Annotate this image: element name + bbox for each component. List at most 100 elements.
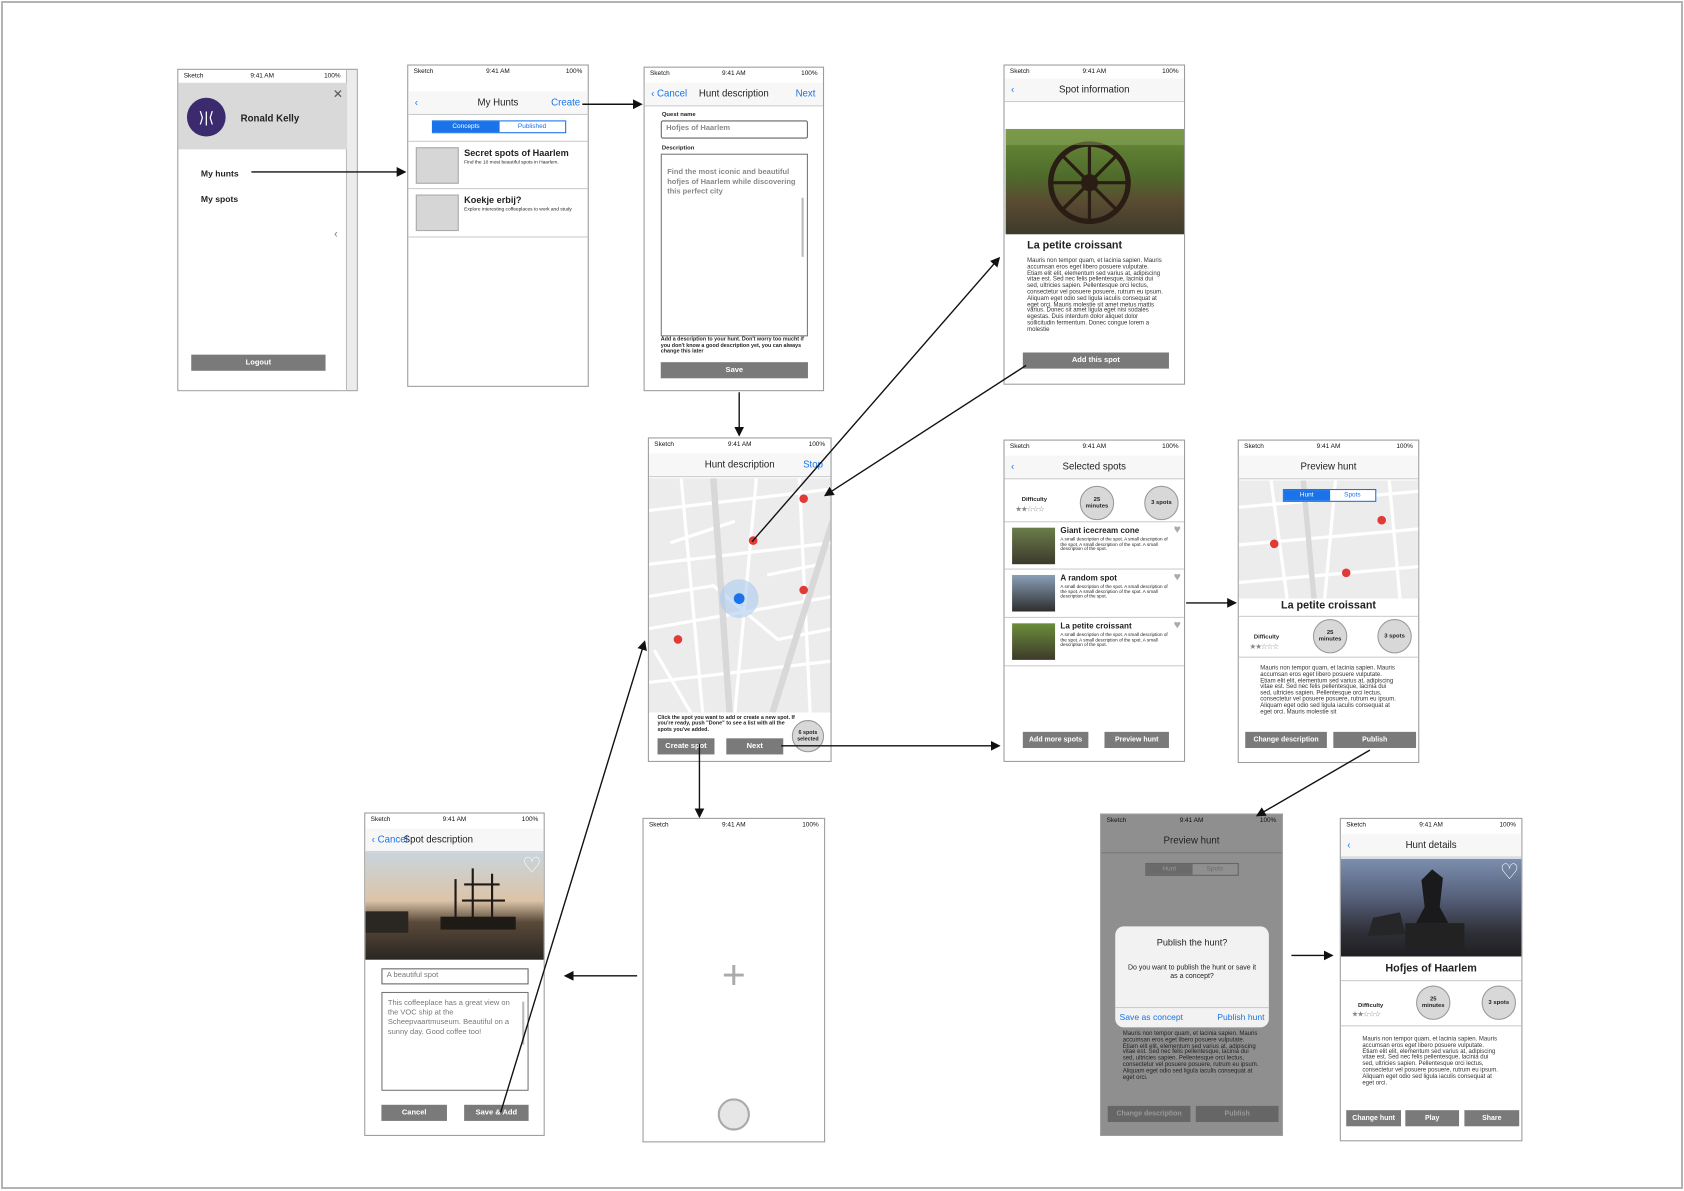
- heart-outline-icon[interactable]: ♡: [522, 854, 542, 879]
- tab-concepts[interactable]: Concepts: [432, 121, 500, 133]
- heart-icon[interactable]: ♥: [1173, 619, 1181, 632]
- add-this-spot-button[interactable]: Add this spot: [1022, 352, 1169, 369]
- change-description-button[interactable]: Change description: [1107, 1105, 1191, 1122]
- nav-bar: Preview hunt: [1238, 455, 1419, 480]
- shutter-button[interactable]: [717, 1098, 750, 1131]
- quest-name-field[interactable]: Hofjes of Haarlem: [660, 120, 808, 139]
- close-icon[interactable]: ✕: [332, 88, 343, 102]
- share-button[interactable]: Share: [1464, 1110, 1520, 1127]
- scrollbar[interactable]: [801, 197, 804, 257]
- stop-link[interactable]: Stop: [803, 458, 823, 470]
- nav-bar: Preview hunt: [1101, 829, 1282, 854]
- scrollbar[interactable]: [522, 1001, 525, 1045]
- difficulty-label: Difficulty: [1358, 1002, 1384, 1010]
- nav-bar: ‹ Selected spots: [1004, 455, 1184, 480]
- tab-hunt[interactable]: Hunt: [1146, 864, 1193, 875]
- page-title: My Hunts: [477, 96, 519, 108]
- user-name: Ronald Kelly: [240, 112, 300, 124]
- hunt-photo-statue: ♡: [1340, 858, 1522, 957]
- tab-spots[interactable]: Spots: [1206, 866, 1224, 873]
- back-chevron-icon[interactable]: ‹: [414, 96, 418, 108]
- heart-icon[interactable]: ♥: [1173, 570, 1181, 584]
- map-streets: [648, 478, 831, 713]
- publish-hunt-button[interactable]: Publish hunt: [1217, 1012, 1265, 1023]
- logout-button[interactable]: Logout: [191, 354, 326, 371]
- play-button[interactable]: Play: [1405, 1110, 1460, 1127]
- list-item[interactable]: Giant icecream cone A small description …: [1004, 521, 1184, 570]
- map-view[interactable]: [648, 478, 831, 713]
- avatar: ⟩|⟨: [186, 97, 226, 137]
- chevron-left-icon[interactable]: ‹: [334, 228, 338, 241]
- hunt-title: La petite croissant: [1281, 599, 1376, 612]
- create-spot-button[interactable]: Create spot: [657, 738, 715, 755]
- hunt-body: Mauris non tempor quam, et lacinia sapie…: [1122, 1030, 1259, 1081]
- current-location-dot: [733, 593, 745, 604]
- difficulty-label: Difficulty: [1253, 634, 1280, 641]
- spot-body: Mauris non tempor quam, et lacinia sapie…: [1027, 257, 1163, 333]
- back-chevron-icon[interactable]: ‹: [1011, 83, 1015, 95]
- hunt-body: Mauris non tempor quam, et lacinia sapie…: [1362, 1036, 1498, 1087]
- add-more-spots-button[interactable]: Add more spots: [1022, 731, 1089, 748]
- preview-hunt-button[interactable]: Preview hunt: [1104, 731, 1169, 748]
- spot-photo-waterwheel: [1005, 128, 1184, 235]
- create-link[interactable]: Create: [551, 96, 581, 108]
- description-field[interactable]: Find the most iconic and beautiful hofje…: [660, 153, 808, 337]
- spot-name-field[interactable]: A beautiful spot: [381, 968, 529, 985]
- publish-button[interactable]: Publish: [1333, 731, 1417, 748]
- spot-photo-ship: ♡: [365, 852, 544, 960]
- segmented-control: Concepts Published: [431, 120, 567, 134]
- cancel-link[interactable]: ‹ Cancel: [651, 88, 688, 99]
- thumbnail: [1012, 527, 1056, 565]
- waterwheel-image: [1005, 128, 1184, 225]
- save-and-add-button[interactable]: Save & Add: [464, 1104, 529, 1121]
- publish-button[interactable]: Publish: [1195, 1105, 1279, 1122]
- list-item[interactable]: Koekje erbij? Explore interesting coffee…: [408, 189, 588, 238]
- save-button[interactable]: Save: [660, 362, 808, 379]
- cancel-link[interactable]: ‹ Cancel: [371, 833, 408, 845]
- next-link[interactable]: Next: [795, 88, 816, 99]
- spots-selected-badge: 6 spots selected: [791, 720, 825, 753]
- difficulty-stars: ★★☆☆☆: [1015, 506, 1044, 514]
- menu-item-my-spots[interactable]: My spots: [200, 194, 239, 205]
- list-item[interactable]: Secret spots of Haarlem Find the 10 most…: [408, 140, 588, 190]
- nav-bar: ‹ Hunt details: [1340, 833, 1522, 858]
- add-photo-icon[interactable]: +: [721, 953, 746, 999]
- menu-item-my-hunts[interactable]: My hunts: [200, 168, 239, 179]
- save-as-concept-button[interactable]: Save as concept: [1119, 1012, 1184, 1023]
- heart-outline-icon[interactable]: ♡: [1499, 860, 1520, 885]
- tab-published[interactable]: Published: [517, 123, 547, 131]
- next-button[interactable]: Next: [726, 738, 784, 755]
- spot-text-field[interactable]: This coffeeplace has a great view on the…: [381, 991, 529, 1091]
- spots-badge: 3 spots: [1481, 985, 1516, 1020]
- tab-hunt[interactable]: Hunt: [1283, 490, 1330, 501]
- change-hunt-button[interactable]: Change hunt: [1346, 1110, 1402, 1127]
- statue-image: [1367, 869, 1465, 951]
- nav-bar: ‹ Spot information: [1004, 78, 1184, 103]
- change-description-button[interactable]: Change description: [1245, 731, 1327, 748]
- list-item[interactable]: A random spot A small description of the…: [1004, 570, 1184, 618]
- thumbnail: [1012, 574, 1056, 612]
- list-item[interactable]: La petite croissant A small description …: [1004, 618, 1184, 667]
- nav-bar: ‹ Cancel Spot description: [365, 828, 544, 853]
- tab-spots[interactable]: Spots: [1344, 492, 1361, 499]
- cancel-button[interactable]: Cancel: [381, 1104, 447, 1121]
- back-chevron-icon[interactable]: ‹: [1347, 839, 1351, 851]
- heart-icon[interactable]: ♥: [1173, 523, 1181, 537]
